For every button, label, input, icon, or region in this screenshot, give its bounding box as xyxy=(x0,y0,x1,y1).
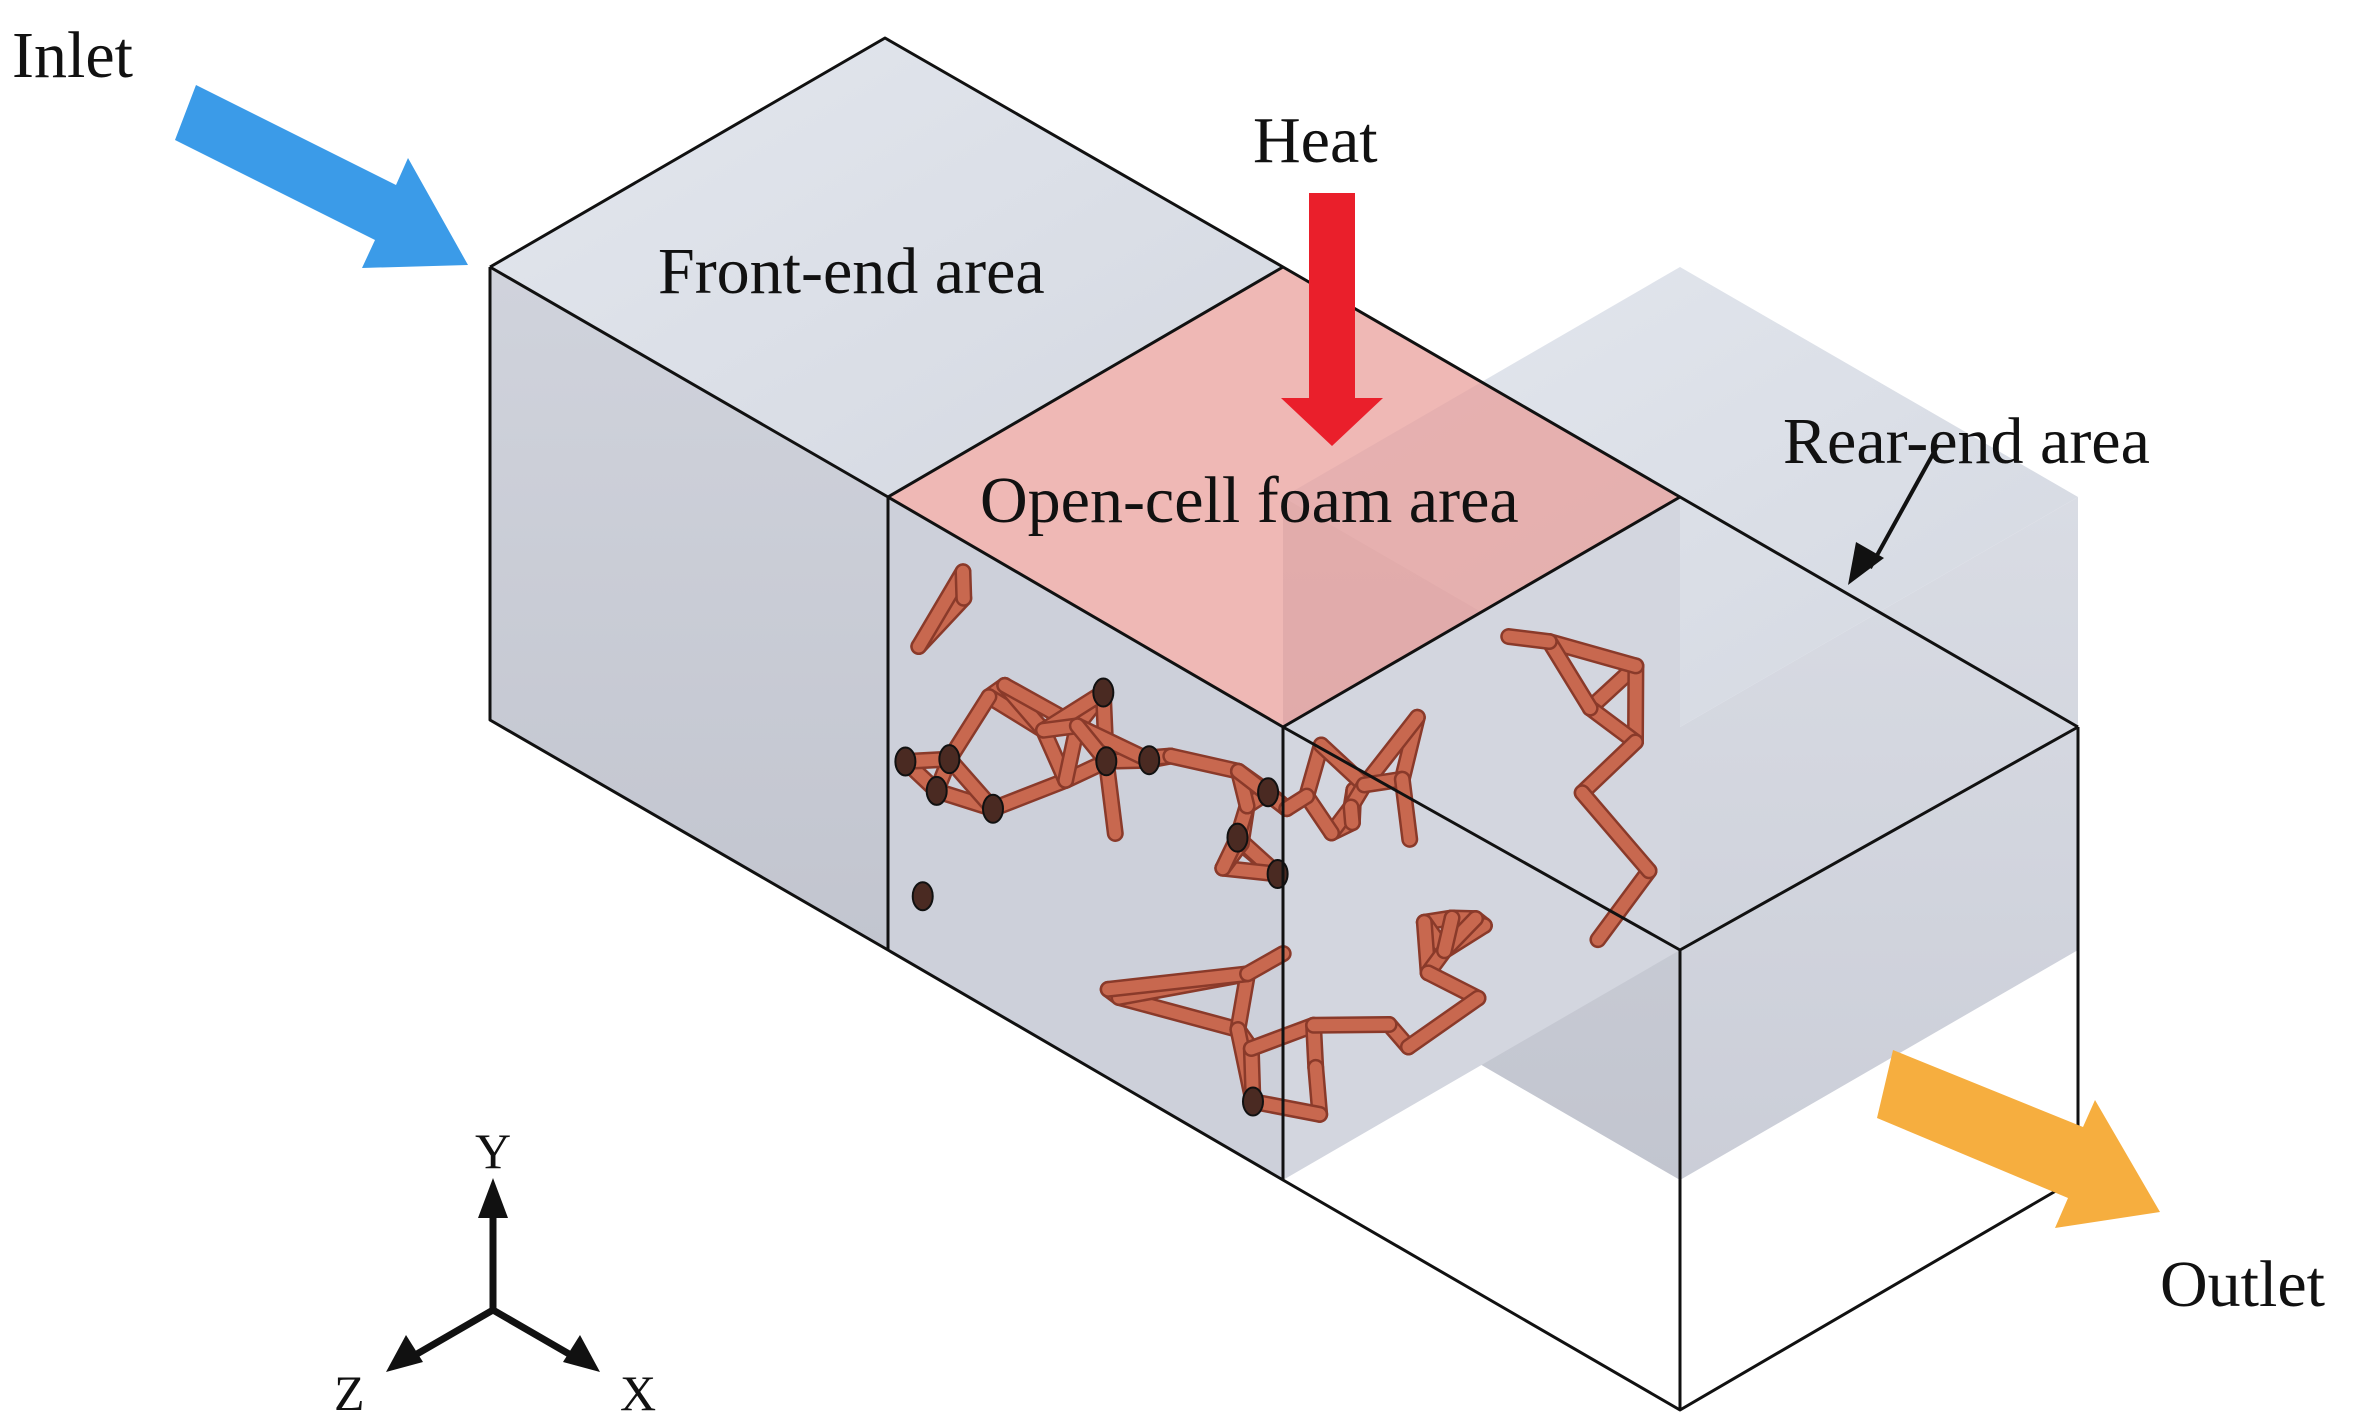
foam-cut-strut xyxy=(1092,677,1115,708)
foam-strut xyxy=(1438,911,1459,957)
foam-strut xyxy=(986,774,1072,815)
foam-strut xyxy=(1246,1095,1326,1121)
foam-label: Open-cell foam area xyxy=(980,464,1519,537)
heat-arrow xyxy=(1281,193,1383,446)
foam-cut-strut xyxy=(1138,745,1161,776)
x-axis-arrowhead xyxy=(563,1335,600,1372)
foam-strut xyxy=(1102,967,1254,996)
z-axis-arrowhead xyxy=(386,1335,423,1372)
foam-strut xyxy=(1164,750,1245,778)
heat-label: Heat xyxy=(1253,104,1378,177)
x-axis-label: X xyxy=(620,1365,656,1421)
foam-cut-strut xyxy=(911,881,934,912)
foam-strut xyxy=(1358,711,1424,791)
front-end-label: Front-end area xyxy=(658,235,1045,308)
foam-cut-strut xyxy=(1095,746,1118,777)
outlet-label: Outlet xyxy=(2160,1248,2325,1321)
foam-cut-strut xyxy=(925,775,948,806)
rear-end-label: Rear-end area xyxy=(1783,405,2150,478)
foam-cut-strut xyxy=(1226,822,1249,853)
foam-strut xyxy=(1113,991,1244,1036)
foam-strut xyxy=(1241,947,1290,980)
foam-strut xyxy=(1591,864,1656,946)
foam-strut xyxy=(1584,702,1642,748)
foam-cut-strut xyxy=(1266,859,1289,890)
outlet-arrow xyxy=(1877,1050,2160,1228)
foam-strut xyxy=(1502,630,1556,648)
foam-strut xyxy=(1231,967,1254,1036)
foam-cut-strut xyxy=(1241,1086,1264,1117)
foam-strut xyxy=(1345,801,1359,829)
foam-strut xyxy=(1396,773,1416,846)
foam-cut-strut xyxy=(894,746,917,777)
inlet-arrow xyxy=(175,85,468,268)
foam-strut xyxy=(1307,1018,1396,1032)
rear-end-pointer xyxy=(1868,444,1940,569)
front-end-side-face xyxy=(490,267,888,950)
foam-strut xyxy=(1280,790,1313,815)
foam-cut-strut xyxy=(938,744,961,775)
foam-strut xyxy=(1402,992,1484,1053)
inlet-label: Inlet xyxy=(12,19,133,92)
foam-strut xyxy=(1576,786,1656,877)
y-axis-arrowhead xyxy=(478,1178,508,1218)
z-axis-label: Z xyxy=(334,1365,365,1421)
foam-cut-strut xyxy=(1257,777,1280,808)
foam-strut xyxy=(956,565,970,605)
box-edges xyxy=(488,36,2080,1412)
foam-strut xyxy=(1576,735,1642,799)
y-axis-label: Y xyxy=(475,1123,511,1179)
foam-strut xyxy=(1543,635,1597,715)
rear-end-pointer-head xyxy=(1848,542,1884,585)
foam-cut-strut xyxy=(981,793,1004,824)
foam-strut xyxy=(1543,635,1642,672)
open-cell-foam-structure xyxy=(894,563,1658,1123)
axis-triad: Y Z X xyxy=(334,1123,656,1421)
